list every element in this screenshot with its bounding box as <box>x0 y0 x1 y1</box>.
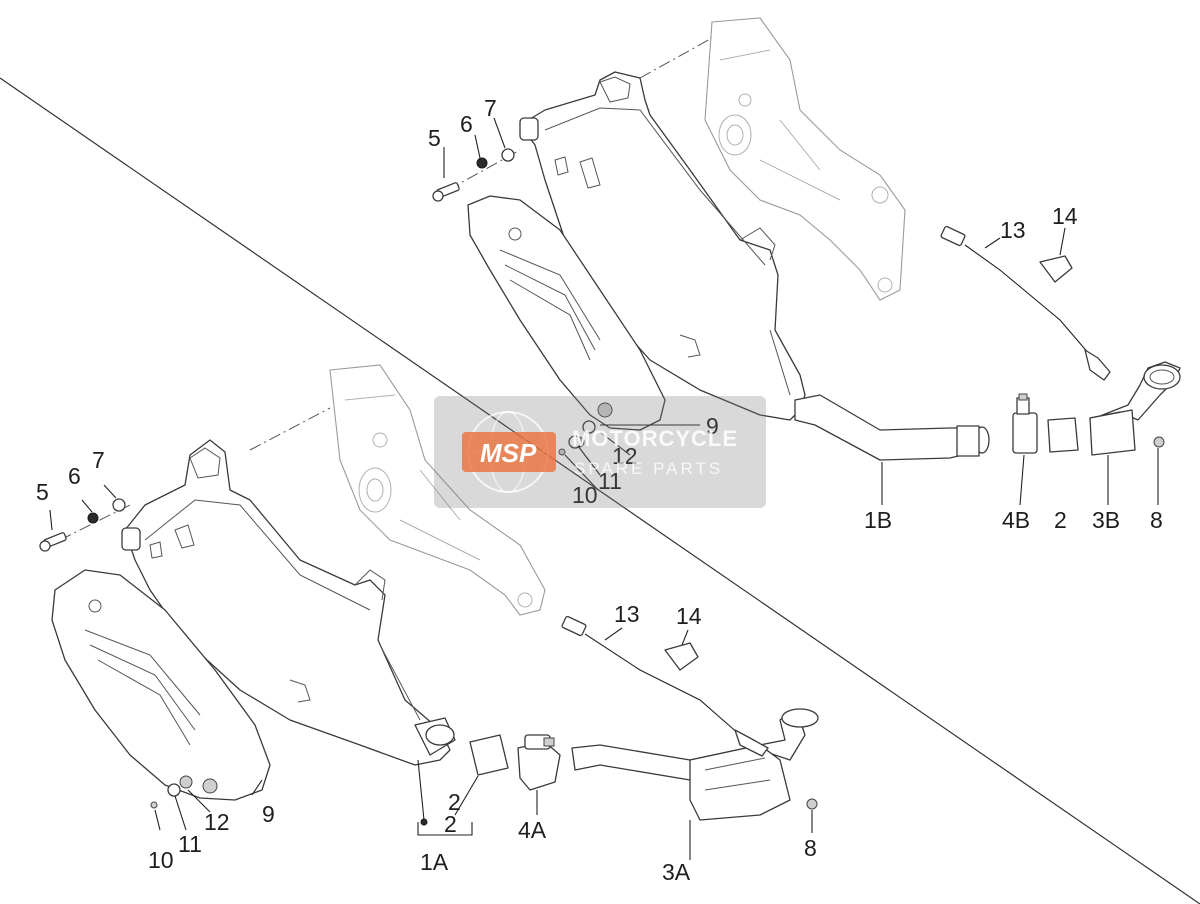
callout-labels: 5 6 7 9 12 11 10 13 14 1B 4B 2 3B 8 5 6 … <box>36 95 1163 885</box>
callout-lower-8: 8 <box>804 835 817 861</box>
callout-upper-13: 13 <box>1000 217 1026 243</box>
lower-washer-7 <box>112 498 126 512</box>
upper-nut-8 <box>1153 436 1165 448</box>
lower-reference-dot <box>420 818 428 826</box>
upper-clamp-4b <box>1012 393 1038 454</box>
lower-frame-bracket <box>329 364 546 616</box>
lower-clip-14 <box>664 642 699 671</box>
callout-lower-4a: 4A <box>518 817 547 843</box>
watermark-box <box>434 396 766 508</box>
lower-assembly <box>39 364 819 860</box>
callout-lower-1a: 1A <box>420 849 449 875</box>
callout-upper-8: 8 <box>1150 507 1163 533</box>
upper-header-pipe <box>794 394 990 461</box>
callout-lower-14: 14 <box>676 603 702 629</box>
upper-frame-bracket <box>704 17 906 301</box>
watermark-logo-badge <box>462 432 556 472</box>
callout-lower-7: 7 <box>92 447 105 473</box>
callout-upper-6: 6 <box>460 111 473 137</box>
upper-leader-lines <box>443 117 1159 506</box>
callout-lower-11: 11 <box>178 831 202 857</box>
lower-shield-hardware <box>150 775 193 809</box>
upper-lambda-sensor <box>940 225 1111 381</box>
callout-lower-10: 10 <box>148 847 174 873</box>
callout-lower-9: 9 <box>262 801 275 827</box>
upper-elbow-3b <box>1089 361 1181 456</box>
callout-lower-5: 5 <box>36 479 49 505</box>
callout-upper-4b: 4B <box>1002 507 1030 533</box>
upper-clip-14 <box>1039 255 1073 283</box>
upper-washer-7 <box>501 148 515 162</box>
lower-gasket <box>469 734 509 776</box>
lower-clamp-4a <box>517 734 561 791</box>
upper-assembly <box>432 17 1181 506</box>
callout-upper-5: 5 <box>428 125 441 151</box>
callout-lower-12: 12 <box>204 809 230 835</box>
lower-fasteners <box>39 498 126 552</box>
upper-shield-grommet <box>597 402 613 418</box>
callout-upper-12: 12 <box>612 443 638 469</box>
callout-lower-2-bracket: 2 <box>444 811 457 837</box>
watermark-logo: MSP <box>480 438 537 468</box>
upper-muffler-body <box>519 71 806 421</box>
callout-lower-6: 6 <box>68 463 81 489</box>
callout-upper-3b: 3B <box>1092 507 1120 533</box>
upper-shield-hardware <box>558 420 596 456</box>
lower-header-pipe-3a <box>571 708 819 821</box>
lower-lambda-sensor <box>561 615 769 757</box>
callout-lower-2-upper: 2 <box>448 789 461 815</box>
lower-shield-grommet <box>202 778 218 794</box>
lower-heat-shield <box>51 569 271 801</box>
callout-upper-7: 7 <box>484 95 497 121</box>
callout-upper-14: 14 <box>1052 203 1078 229</box>
callout-upper-10: 10 <box>572 482 598 508</box>
upper-gasket <box>1047 417 1079 453</box>
watermark-line2: SPARE PARTS <box>574 459 723 478</box>
watermark-line1: MOTORCYCLE <box>572 426 738 451</box>
watermark: MSP MOTORCYCLE SPARE PARTS <box>434 396 766 508</box>
upper-fasteners <box>432 148 515 202</box>
lower-leader-lines <box>49 484 813 860</box>
callout-lower-3a: 3A <box>662 859 691 885</box>
assembly-separator-line <box>0 77 1200 904</box>
lower-muffler-body <box>121 439 456 766</box>
callout-upper-9: 9 <box>706 413 719 439</box>
callout-upper-2: 2 <box>1054 507 1067 533</box>
lower-nut-8 <box>806 798 818 810</box>
upper-washer-6 <box>476 157 488 169</box>
lower-washer-6 <box>87 512 99 524</box>
callout-upper-1b: 1B <box>864 507 892 533</box>
callout-lower-13: 13 <box>614 601 640 627</box>
callout-upper-11: 11 <box>598 468 622 494</box>
